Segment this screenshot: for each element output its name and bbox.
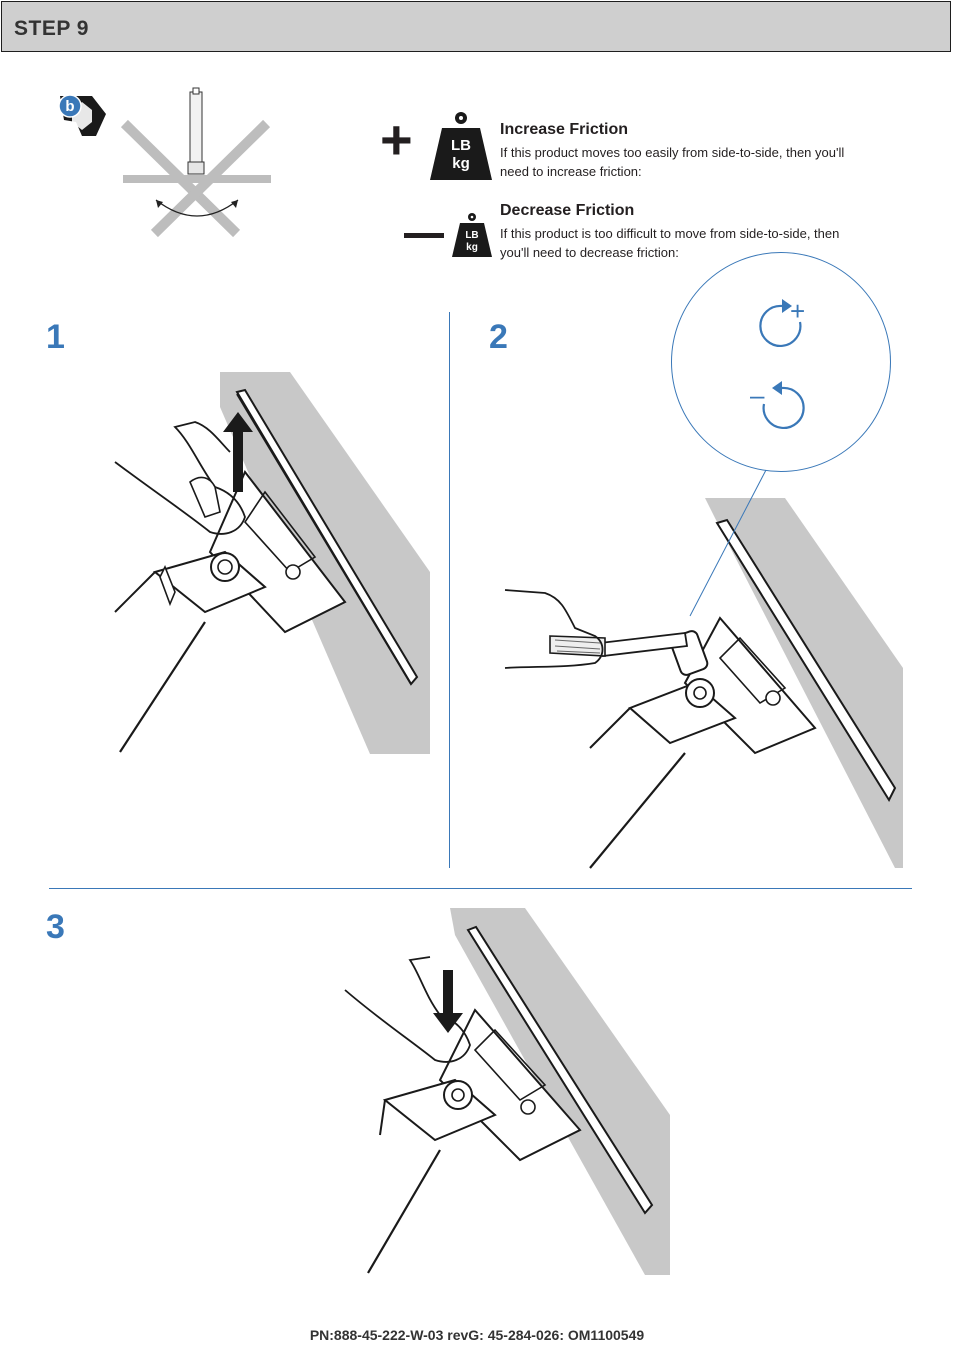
weight-heavy-top: LB xyxy=(451,137,471,154)
weight-light-bottom: kg xyxy=(466,242,478,253)
step-title: STEP 9 xyxy=(14,17,89,40)
increase-friction-description: If this product moves too easily from si… xyxy=(500,145,845,179)
counterclockwise-minus-label: – xyxy=(750,380,765,410)
vertical-divider xyxy=(449,312,450,868)
hex-key-b-icon: b xyxy=(58,94,106,136)
step1-lift-cap-illustration xyxy=(114,372,430,754)
rotate-counterclockwise-icon xyxy=(762,381,805,429)
minus-bar-icon xyxy=(404,233,444,238)
badge-letter: b xyxy=(65,98,74,115)
rotate-clockwise-icon xyxy=(759,299,802,347)
step3-lower-cap-illustration xyxy=(344,908,670,1275)
step-number-3: 3 xyxy=(46,908,65,946)
horizontal-divider xyxy=(49,888,912,889)
weight-light-icon: LB kg xyxy=(452,213,492,257)
plus-sign: + xyxy=(380,108,413,171)
rotation-callout-circle xyxy=(671,252,891,472)
step2-wrench-illustration xyxy=(504,498,903,869)
decrease-friction-title: Decrease Friction xyxy=(500,202,635,219)
increase-friction-title: Increase Friction xyxy=(500,121,629,138)
step-number-1: 1 xyxy=(46,318,65,356)
callout-leader-line xyxy=(689,469,767,617)
part-number: PN:888-45-222-W-03 revG: 45-284-026: OM1… xyxy=(309,1327,645,1343)
swivel-range-diagram xyxy=(120,87,271,238)
weight-heavy-icon: LB kg xyxy=(430,112,492,180)
step-header: STEP 9 xyxy=(1,1,951,52)
weight-heavy-bottom: kg xyxy=(452,155,470,172)
clockwise-plus-label: + xyxy=(790,296,806,326)
step-number-2: 2 xyxy=(489,318,508,356)
weight-light-top: LB xyxy=(465,230,478,241)
decrease-friction-description: If this product is too difficult to move… xyxy=(500,226,840,260)
